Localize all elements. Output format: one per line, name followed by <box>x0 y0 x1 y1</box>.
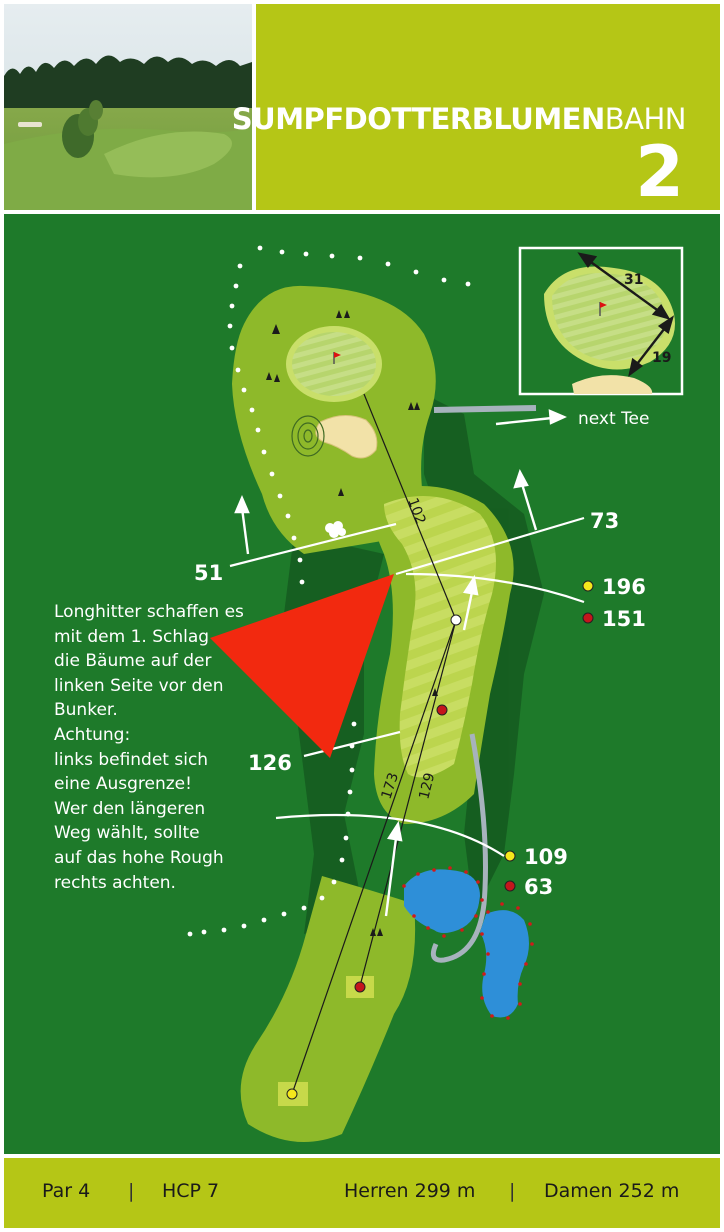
distance-line-51 <box>229 522 397 568</box>
note-line: die Bäume auf der <box>54 651 212 672</box>
hole-header: SUMPFDOTTERBLUMENBAHN 2 <box>232 4 720 213</box>
note-line: Achtung: <box>54 724 131 745</box>
green-inset: 31 19 <box>518 246 684 396</box>
legend-yellow-109 <box>504 850 516 862</box>
note-line: Wer den längeren <box>54 798 206 819</box>
callout-arrow <box>210 574 394 758</box>
hcp-label: HCP 7 <box>162 1180 220 1202</box>
water-hazard <box>402 866 534 1020</box>
tee-yellow-marker <box>286 1088 298 1100</box>
hole-title-light: BAHN <box>604 102 687 136</box>
inset-width-label: 19 <box>652 350 671 366</box>
hole-map: 51 73 196 151 126 109 63 102 173 129 nex… <box>4 214 720 1154</box>
distance-line-109 <box>275 813 505 857</box>
note-line: Weg wählt, sollte <box>54 823 200 844</box>
footer-separator: | <box>128 1180 135 1202</box>
footer-separator: | <box>509 1180 516 1202</box>
note-line: Longhitter schaffen es <box>54 602 244 622</box>
rough-mound <box>291 415 325 457</box>
flag-icon <box>333 352 341 364</box>
distance-label-151: 151 <box>602 607 646 631</box>
out-of-bounds-line <box>187 245 471 937</box>
hole-title: SUMPFDOTTERBLUMENBAHN <box>231 102 687 136</box>
note-line: mit dem 1. Schlag <box>54 626 210 647</box>
men-distance-label: Herren 299 m <box>344 1180 476 1202</box>
play-line-yellow <box>291 619 457 1095</box>
note-line: eine Ausgrenze! <box>54 774 192 795</box>
distance-label-109: 109 <box>524 845 568 869</box>
legend-red-63 <box>504 880 516 892</box>
hole-title-bold: SUMPFDOTTERBLUMEN <box>231 102 606 136</box>
tree-marks <box>266 310 438 936</box>
cart-path-top <box>433 405 537 413</box>
play-line-red <box>359 619 457 987</box>
cart-path <box>430 733 488 963</box>
legend-yellow-196 <box>582 580 594 592</box>
tee-red-marker <box>354 981 366 993</box>
distance-label-51: 51 <box>194 561 223 585</box>
distance-label-73: 73 <box>590 509 619 533</box>
note-line: auf das hohe Rough <box>54 847 224 868</box>
line-label-173: 173 <box>379 771 402 801</box>
play-line-green <box>363 393 457 621</box>
bush-icon <box>325 521 346 538</box>
inset-depth-label: 31 <box>624 272 643 288</box>
distance-label-196: 196 <box>602 575 646 599</box>
fairway-stripes <box>384 496 496 778</box>
distance-line-73 <box>395 516 585 576</box>
par-label: Par 4 <box>42 1180 91 1202</box>
hole-notes: Longhitter schaffen es mit dem 1. Schlag… <box>54 600 244 895</box>
target-white-marker <box>450 614 462 626</box>
note-line: linken Seite vor den <box>54 675 224 696</box>
distance-label-126: 126 <box>248 751 292 775</box>
hole-number: 2 <box>635 131 684 213</box>
distance-line-196 <box>405 572 585 604</box>
target-red-marker <box>436 704 448 716</box>
line-label-129: 129 <box>416 771 438 801</box>
arrow-icon <box>234 409 567 917</box>
hole-footer: Par 4 | HCP 7 Herren 299 m | Damen 252 m <box>4 1158 720 1228</box>
note-line: rechts achten. <box>54 872 176 893</box>
note-line: links befindet sich <box>54 749 209 770</box>
women-distance-label: Damen 252 m <box>544 1180 680 1202</box>
hole-photo <box>4 4 252 210</box>
note-line: Bunker. <box>54 700 118 721</box>
distance-line-126 <box>303 730 401 758</box>
distance-label-63: 63 <box>524 875 553 899</box>
legend-red-151 <box>582 612 594 624</box>
next-tee-label: next Tee <box>578 409 649 429</box>
bunker <box>315 415 378 459</box>
